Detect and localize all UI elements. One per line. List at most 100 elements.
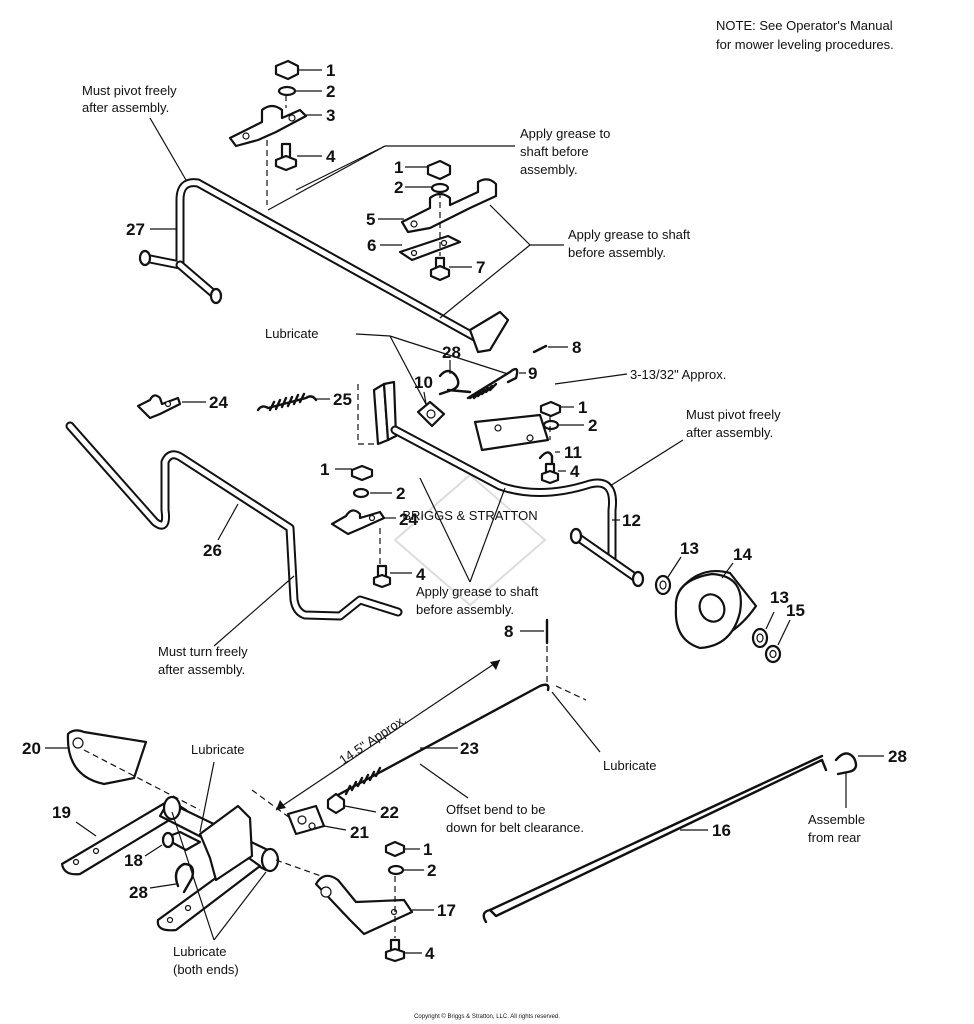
washer-2-mid bbox=[430, 182, 450, 194]
label-8-top: 8 bbox=[572, 338, 581, 357]
label-3: 3 bbox=[326, 106, 335, 125]
callout-lube-both-2: (both ends) bbox=[173, 962, 239, 977]
label-2-right: 2 bbox=[588, 416, 597, 435]
lower-left-hardware-stack bbox=[330, 464, 392, 589]
label-2-bottom: 2 bbox=[427, 861, 436, 880]
callout-grease-1-line-2: shaft before bbox=[520, 144, 589, 159]
label-1-lower: 1 bbox=[320, 460, 329, 479]
label-27: 27 bbox=[126, 220, 145, 239]
label-17: 17 bbox=[437, 901, 456, 920]
washer-2-right bbox=[542, 419, 560, 431]
callout-must-pivot-right-2: after assembly. bbox=[686, 425, 773, 440]
label-2-mid: 2 bbox=[394, 178, 403, 197]
callout-must-turn-2: after assembly. bbox=[158, 662, 245, 677]
watermark-text: BRIGGS & STRATTON bbox=[402, 508, 537, 523]
hex-nut-1-mid bbox=[426, 159, 452, 181]
spring-clip-28-right bbox=[834, 752, 858, 776]
callout-assemble-2: from rear bbox=[808, 830, 861, 845]
label-2-lower: 2 bbox=[396, 484, 405, 503]
callout-offset-1: Offset bend to be bbox=[446, 802, 546, 817]
callout-grease-2-line-2: before assembly. bbox=[568, 245, 666, 260]
washer-13-right bbox=[751, 627, 769, 649]
cotter-pin-8-top bbox=[532, 344, 548, 354]
label-24-lower: 24 bbox=[399, 510, 418, 529]
mount-plate-12 bbox=[473, 413, 550, 452]
plate-6 bbox=[398, 234, 462, 262]
label-12: 12 bbox=[622, 511, 641, 530]
callout-offset-2: down for belt clearance. bbox=[446, 820, 584, 835]
label-4-right: 4 bbox=[570, 462, 580, 481]
handle-rod-26 bbox=[65, 421, 403, 621]
note-line-2: for mower leveling procedures. bbox=[716, 37, 894, 52]
lever-19 bbox=[60, 795, 280, 932]
bearing-bracket-3 bbox=[228, 104, 308, 148]
label-4-bottom: 4 bbox=[425, 944, 435, 963]
label-2-top: 2 bbox=[326, 82, 335, 101]
clevis-21 bbox=[286, 804, 326, 836]
label-23: 23 bbox=[460, 739, 479, 758]
label-28-right: 28 bbox=[888, 747, 907, 766]
washer-13-left bbox=[654, 574, 672, 596]
hex-nut-1-right bbox=[539, 400, 562, 418]
label-28-top: 28 bbox=[442, 343, 461, 362]
clamp-24-upper bbox=[136, 394, 182, 420]
callout-grease-3-line-1: Apply grease to shaft bbox=[416, 584, 539, 599]
label-19: 19 bbox=[52, 803, 71, 822]
label-13-right: 13 bbox=[770, 588, 789, 607]
label-25: 25 bbox=[333, 390, 352, 409]
callout-approx-3-13-32: 3-13/32" Approx. bbox=[630, 367, 726, 382]
spring-clip-28-lower bbox=[174, 862, 195, 894]
cable-rod-23 bbox=[334, 683, 550, 798]
label-21: 21 bbox=[350, 823, 369, 842]
clip-11 bbox=[538, 451, 554, 472]
middle-hardware-stack bbox=[398, 159, 498, 282]
bearing-bracket-5 bbox=[400, 178, 498, 234]
label-13-left: 13 bbox=[680, 539, 699, 558]
callout-assemble-1: Assemble bbox=[808, 812, 865, 827]
callout-must-turn-1: Must turn freely bbox=[158, 644, 248, 659]
label-14: 14 bbox=[733, 545, 752, 564]
label-24-upper: 24 bbox=[209, 393, 228, 412]
label-7: 7 bbox=[476, 258, 485, 277]
copyright-text: Copyright © Briggs & Stratton, LLC. All … bbox=[414, 1013, 560, 1020]
rod-27-arm bbox=[468, 310, 510, 354]
roller-14 bbox=[674, 569, 758, 650]
bracket-17 bbox=[314, 874, 414, 936]
pivot-rod-27 bbox=[138, 178, 510, 354]
callout-must-pivot-top-2: after assembly. bbox=[82, 100, 169, 115]
label-15: 15 bbox=[786, 601, 805, 620]
callout-approx-14-5: 14.5" Approx. bbox=[336, 712, 409, 768]
bracket-20 bbox=[66, 729, 148, 786]
callout-lubricate-top: Lubricate bbox=[265, 326, 318, 341]
label-5: 5 bbox=[366, 210, 375, 229]
label-1-mid: 1 bbox=[394, 158, 403, 177]
pivot-bracket-12 bbox=[372, 380, 645, 588]
label-10: 10 bbox=[414, 373, 433, 392]
note-line-1: NOTE: See Operator's Manual bbox=[716, 18, 893, 33]
label-8-lower: 8 bbox=[504, 622, 513, 641]
label-22: 22 bbox=[380, 803, 399, 822]
label-16: 16 bbox=[712, 821, 731, 840]
label-28-lower: 28 bbox=[129, 883, 148, 902]
label-18: 18 bbox=[124, 851, 143, 870]
bottom-hardware-stack bbox=[384, 840, 406, 963]
clamp-24-lower bbox=[330, 509, 386, 536]
label-9: 9 bbox=[528, 364, 537, 383]
label-4-top: 4 bbox=[326, 147, 336, 166]
label-4-lower: 4 bbox=[416, 565, 426, 584]
washer-2-bottom bbox=[387, 864, 405, 876]
label-1-top: 1 bbox=[326, 61, 335, 80]
nut-22 bbox=[326, 792, 346, 815]
ferrule-10 bbox=[416, 400, 446, 428]
retainer-15 bbox=[764, 644, 782, 664]
washer-2-lower bbox=[352, 487, 370, 499]
callout-lubricate-left: Lubricate bbox=[191, 742, 244, 757]
top-hardware-stack bbox=[228, 59, 308, 205]
hex-nut-1-lower bbox=[350, 464, 374, 482]
callout-must-pivot-top-1: Must pivot freely bbox=[82, 83, 177, 98]
spring-25 bbox=[256, 392, 318, 412]
rod-9 bbox=[466, 367, 519, 400]
label-11: 11 bbox=[564, 443, 582, 462]
control-rod-16 bbox=[482, 754, 828, 924]
